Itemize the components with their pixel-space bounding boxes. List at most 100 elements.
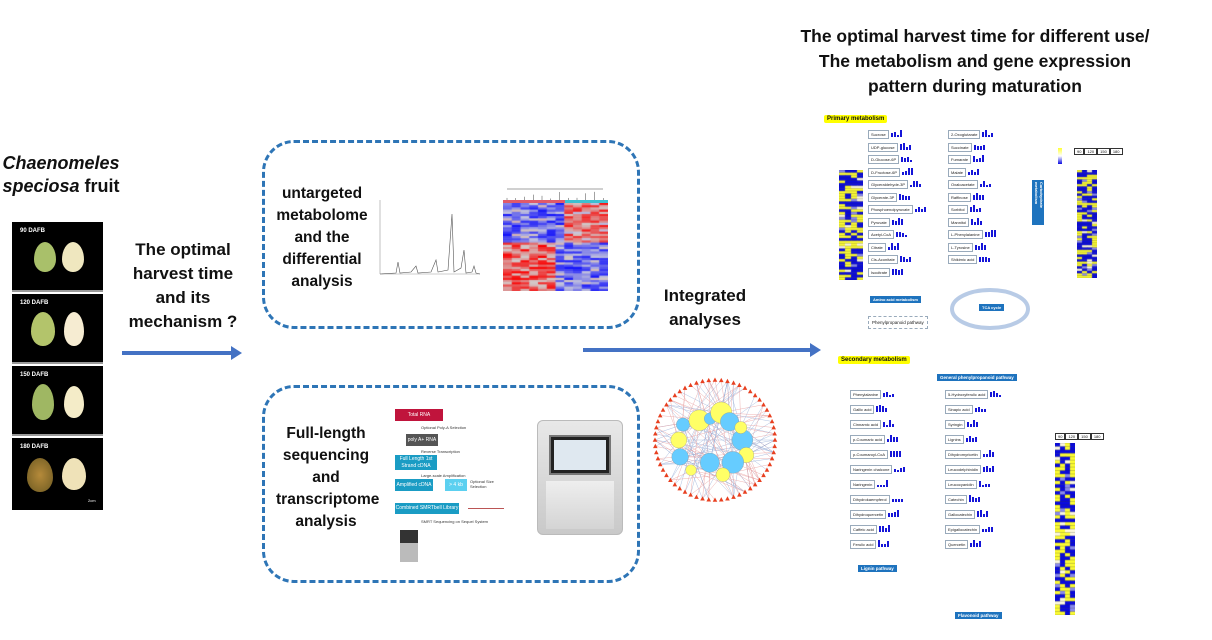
sequel-instrument-icon bbox=[537, 420, 623, 535]
network-node-triangle bbox=[771, 425, 776, 430]
pathway-node: L-Tyrosine bbox=[948, 242, 973, 252]
fruit-photo-180: 180 DAFB 2cm bbox=[12, 438, 103, 510]
expression-bar-chart bbox=[971, 217, 983, 225]
expression-bar-chart bbox=[900, 142, 912, 150]
pathway-node: Dihydromyricetin bbox=[945, 450, 981, 459]
arrow-right-icon bbox=[583, 343, 821, 357]
expression-bar-chart bbox=[975, 243, 987, 250]
pathway-node: 2-Oxoglutarate bbox=[948, 130, 981, 139]
pathway-node: Catechin bbox=[945, 495, 967, 504]
expression-bar-chart bbox=[894, 465, 906, 472]
question-text: The optimal harvest time and its mechani… bbox=[128, 240, 238, 331]
fruit-photo-150: 150 DAFB bbox=[12, 366, 103, 436]
expression-bar-chart bbox=[890, 450, 902, 457]
expression-bar-chart bbox=[983, 465, 995, 472]
pathway-node: L-Phenylalanine bbox=[948, 230, 983, 239]
expression-bar-chart bbox=[982, 525, 994, 532]
flow-full-length: Full Length 1st Strand cDNA bbox=[395, 455, 437, 470]
pathway-node: p-Coumaric acid bbox=[850, 435, 886, 444]
pathway-node: Naringenin chalcone bbox=[850, 465, 893, 474]
network-node-triangle bbox=[653, 431, 658, 436]
pathway-node: p-Coumaroyl-CoA bbox=[850, 450, 889, 459]
flow-step-3: Large-scale Amplification bbox=[421, 473, 466, 478]
pathway-node: Gallocatechin bbox=[945, 510, 976, 519]
network-node-triangle bbox=[700, 496, 705, 501]
network-node-triangle bbox=[653, 443, 658, 449]
expression-bar-chart bbox=[887, 435, 899, 442]
pathway-node: Quercetin bbox=[945, 540, 969, 549]
network-node-triangle bbox=[712, 377, 718, 382]
network-node-triangle bbox=[771, 449, 776, 455]
pathway-node: Phosphoenolpyruvate bbox=[868, 205, 913, 214]
expression-bar-chart bbox=[883, 390, 895, 397]
network-node-circle bbox=[670, 431, 688, 449]
pathway-node: Succinate bbox=[948, 142, 972, 152]
network-node-triangle bbox=[672, 392, 678, 398]
arrow-right-icon bbox=[122, 346, 242, 360]
flow-step-2: Reverse Transcription bbox=[421, 449, 460, 454]
pathway-node: Sinapic acid bbox=[945, 405, 973, 414]
expression-bar-chart bbox=[983, 450, 995, 457]
network-node-triangle bbox=[654, 425, 659, 430]
expression-bar-chart bbox=[973, 155, 985, 162]
network-node-triangle bbox=[772, 437, 778, 442]
sequencer-icon bbox=[400, 530, 418, 562]
amino-acid-tag: Amino acid metabolism bbox=[870, 296, 921, 303]
network-node-triangle bbox=[688, 492, 693, 497]
chromatogram bbox=[379, 200, 481, 275]
pathway-node: Malate bbox=[948, 167, 967, 177]
network-node-triangle bbox=[772, 431, 777, 436]
tca-cycle-tag: TCA cycle bbox=[979, 304, 1005, 311]
pathway-node: Isocitrate bbox=[868, 267, 891, 277]
phenylpropanoid-node: Phenylpropanoid pathway bbox=[868, 316, 928, 329]
pathway-node: D-Fructose-6P bbox=[868, 167, 901, 177]
network-node-triangle bbox=[682, 385, 688, 390]
pathway-node: Lignins bbox=[945, 435, 964, 444]
network-node-triangle bbox=[769, 456, 775, 461]
expression-bar-chart bbox=[985, 230, 997, 237]
pathway-node: Pyruvate bbox=[868, 217, 890, 227]
network-node-triangle bbox=[737, 382, 742, 387]
heat-header: 90 120 150 180 bbox=[1074, 148, 1123, 155]
expression-bar-chart bbox=[896, 230, 908, 237]
flow-size-selection: > 4 kb bbox=[445, 479, 467, 491]
network-node-triangle bbox=[757, 477, 762, 482]
network-node-triangle bbox=[742, 385, 748, 390]
flow-step-5: SMRT Sequencing on Sequel System bbox=[421, 519, 489, 524]
flavonoid-pathway-tag: Flavonoid pathway bbox=[955, 612, 1002, 619]
expression-bar-chart bbox=[902, 167, 914, 175]
network-node-triangle bbox=[731, 380, 736, 385]
expression-bar-chart bbox=[879, 525, 891, 532]
expression-bar-chart bbox=[877, 480, 889, 487]
expression-bar-chart bbox=[901, 155, 913, 162]
network-node-triangle bbox=[652, 437, 658, 442]
network-node-triangle bbox=[700, 378, 705, 384]
network-node-triangle bbox=[672, 482, 678, 487]
network-node-triangle bbox=[694, 494, 699, 499]
network-node-circle bbox=[715, 467, 731, 482]
pathway-node: Syringin bbox=[945, 420, 966, 429]
integrated-label: Integrated analyses bbox=[663, 286, 747, 329]
heat-header-secondary: 90 120 150 180 bbox=[1055, 433, 1104, 440]
primary-heatmap-left bbox=[839, 170, 863, 280]
pathway-node: Epigallocatechin bbox=[945, 525, 981, 534]
flow-amplified: Amplified cDNA bbox=[395, 479, 433, 491]
expression-bar-chart bbox=[892, 268, 904, 275]
network-node-triangle bbox=[664, 402, 669, 407]
network-node-triangle bbox=[668, 397, 673, 402]
expression-bar-chart bbox=[967, 420, 979, 427]
pathway-node: Caffeic acid bbox=[850, 525, 877, 534]
expression-bar-chart bbox=[899, 193, 911, 200]
pathway-node: D-Glucose-6P bbox=[868, 155, 900, 164]
expression-bar-chart bbox=[910, 180, 922, 187]
pathway-node: Oxaloacetate bbox=[948, 180, 978, 189]
network-node-triangle bbox=[677, 486, 683, 491]
transcriptome-label: Full-length sequencing and transcriptome… bbox=[276, 425, 380, 530]
expression-bar-chart bbox=[975, 405, 987, 412]
network-node-triangle bbox=[767, 461, 773, 467]
network-node-triangle bbox=[654, 449, 659, 455]
network-node-circle bbox=[676, 417, 690, 432]
expression-bar-chart bbox=[980, 180, 992, 187]
expression-bar-chart bbox=[982, 130, 994, 137]
page-title: The optimal harvest time for different u… bbox=[800, 26, 1150, 96]
